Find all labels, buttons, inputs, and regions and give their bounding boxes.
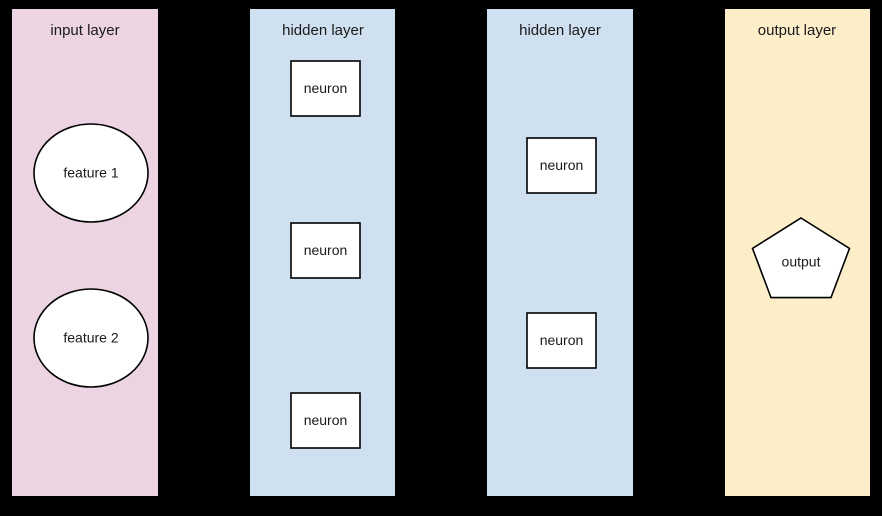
hidden2-node-2-label: neuron	[540, 332, 584, 348]
layer-titles: input layer hidden layer hidden layer outpu…	[50, 22, 836, 39]
layer-title-output: output layer	[758, 22, 836, 39]
layer-panel-input	[12, 9, 158, 496]
layer-panels	[12, 9, 870, 496]
hidden1-node-1[interactable]	[290, 60, 361, 117]
hidden2-node-1[interactable]	[526, 137, 597, 194]
input-node-1[interactable]	[33, 123, 149, 223]
hidden1-node-3-label: neuron	[304, 412, 348, 428]
hidden1-node-1-label: neuron	[304, 80, 348, 96]
layer-panel-hidden2	[487, 9, 633, 496]
hidden1-node-3[interactable]	[290, 392, 361, 449]
output-node-1-label: output	[782, 254, 821, 270]
layer-title-hidden2: hidden layer	[519, 22, 601, 39]
hidden1-node-2-label: neuron	[304, 242, 348, 258]
input-node-2-label: feature 2	[63, 330, 118, 346]
layer-title-hidden1: hidden layer	[282, 22, 364, 39]
layer-title-input: input layer	[50, 22, 119, 39]
hidden2-node-2[interactable]	[526, 312, 597, 369]
output-node-1[interactable]	[751, 217, 851, 299]
hidden1-node-2[interactable]	[290, 222, 361, 279]
layer-nodes: feature 1 feature 2 neuron neuron neuron neur…	[33, 60, 851, 449]
connection-edges	[148, 77, 750, 421]
input-node-1-label: feature 1	[63, 165, 118, 181]
input-node-2[interactable]	[33, 288, 149, 388]
hidden2-node-1-label: neuron	[540, 157, 584, 173]
